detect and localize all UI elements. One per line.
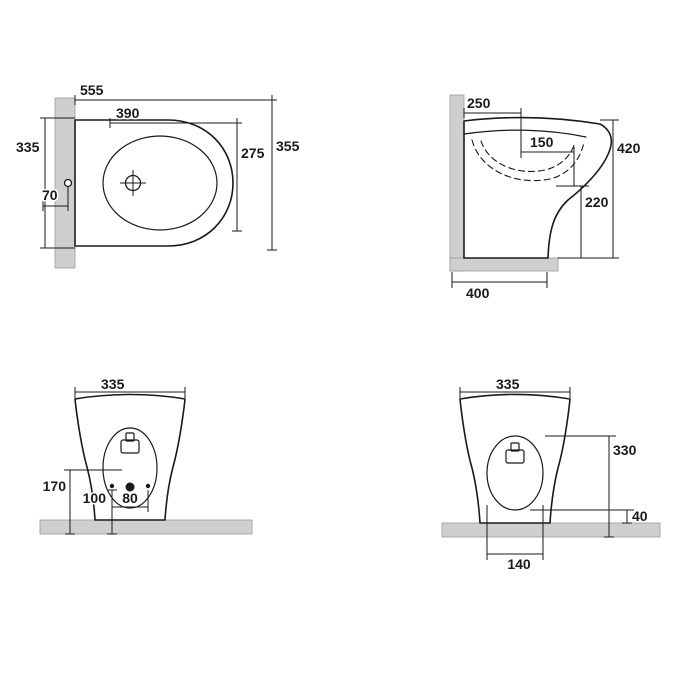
faucet-body-front bbox=[120, 439, 140, 454]
dimension-275 bbox=[232, 122, 242, 232]
floor-section-side bbox=[449, 257, 559, 272]
tap-hole-crosshair bbox=[120, 170, 146, 196]
dimension-330 bbox=[545, 435, 616, 538]
faucet-spout-back bbox=[510, 442, 520, 452]
bidet-outline-side bbox=[463, 116, 613, 259]
bidet-outline-front bbox=[74, 393, 186, 521]
dim-label-335-back: 335 bbox=[496, 376, 520, 392]
dimension-355 bbox=[267, 99, 277, 251]
dim-label-150: 150 bbox=[530, 134, 554, 150]
dimension-555 bbox=[74, 95, 273, 105]
dimension-70 bbox=[42, 187, 69, 211]
mount-hole-right bbox=[145, 483, 151, 489]
dim-label-335-top: 335 bbox=[16, 139, 40, 155]
dimension-250 bbox=[463, 108, 522, 158]
side-view: 250 150 420 220 400 bbox=[449, 94, 642, 303]
dim-label-100: 100 bbox=[83, 490, 107, 506]
basin-opening-back bbox=[486, 435, 544, 511]
dim-label-330: 330 bbox=[613, 442, 637, 458]
dim-label-40: 40 bbox=[632, 508, 648, 524]
dim-label-80: 80 bbox=[122, 490, 138, 506]
dimension-220 bbox=[556, 185, 589, 259]
floor-section-back bbox=[441, 522, 661, 538]
bidet-outline-plan bbox=[74, 119, 234, 247]
dimension-140 bbox=[486, 505, 544, 560]
dimension-335-top bbox=[40, 117, 75, 249]
front-view: 335 170 100 80 bbox=[39, 375, 253, 535]
faucet-spout-front bbox=[125, 432, 135, 442]
dimension-400 bbox=[451, 272, 548, 288]
mount-hole-left bbox=[109, 483, 115, 489]
dimension-420 bbox=[558, 119, 619, 259]
water-inlet-hole bbox=[63, 178, 73, 188]
top-view: 555 390 335 275 355 70 bbox=[15, 81, 301, 269]
dim-label-555: 555 bbox=[80, 82, 104, 98]
drain-hole-front bbox=[125, 482, 135, 492]
floor-section-front bbox=[39, 519, 253, 535]
basin-hidden-line-inner bbox=[480, 140, 576, 172]
dim-label-250: 250 bbox=[467, 95, 491, 111]
dimension-170 bbox=[64, 469, 122, 535]
bidet-outline-back bbox=[459, 393, 571, 524]
dim-label-355: 355 bbox=[276, 138, 300, 154]
back-view: 335 330 40 140 bbox=[441, 375, 661, 574]
dim-label-140: 140 bbox=[507, 556, 531, 572]
dim-label-220: 220 bbox=[585, 194, 609, 210]
dimension-150 bbox=[520, 147, 575, 186]
basin-rim-plan bbox=[102, 135, 218, 231]
dim-label-400: 400 bbox=[466, 285, 490, 301]
rim-inner-edge bbox=[463, 129, 587, 138]
dim-label-275: 275 bbox=[241, 145, 265, 161]
dim-label-170: 170 bbox=[43, 478, 67, 494]
basin-opening-front bbox=[102, 427, 158, 509]
dimension-40 bbox=[530, 509, 634, 524]
dimension-80 bbox=[111, 490, 149, 512]
dimension-335-front bbox=[74, 387, 186, 398]
dim-label-70: 70 bbox=[42, 187, 58, 203]
basin-hidden-line-outer bbox=[471, 139, 585, 182]
dim-label-335-front: 335 bbox=[101, 376, 125, 392]
dim-label-420: 420 bbox=[617, 140, 641, 156]
wall-section-side bbox=[449, 94, 465, 272]
dim-label-390: 390 bbox=[116, 105, 140, 121]
faucet-body-back bbox=[505, 449, 525, 464]
dimension-335-back bbox=[459, 387, 571, 398]
